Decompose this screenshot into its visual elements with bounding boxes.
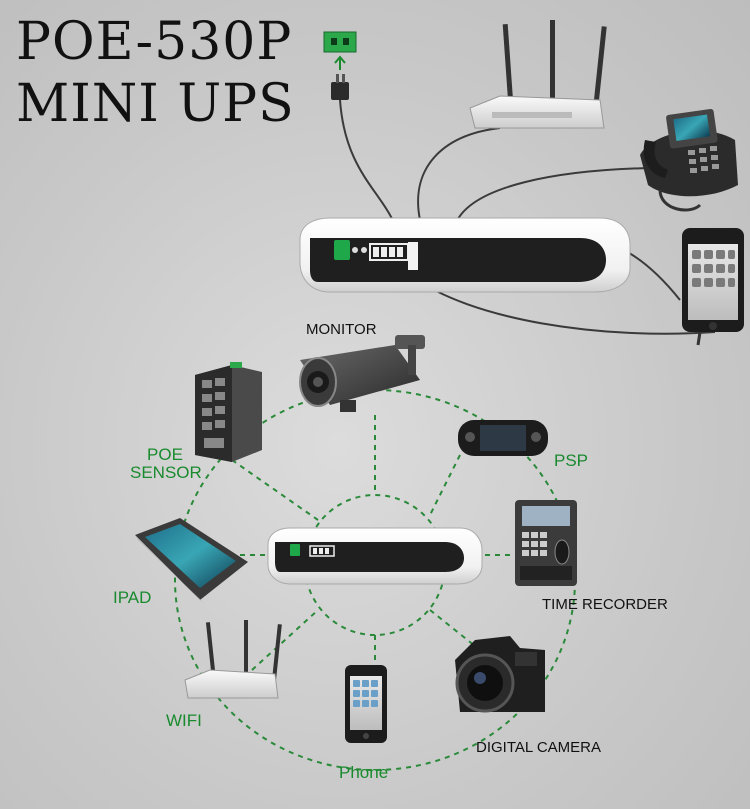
product-title-line2: MINI UPS [16,74,295,134]
ups-device-icon-small [267,527,483,585]
power-connector-icon [323,31,357,100]
poe-switch-icon [195,362,262,462]
label-psp: PSP [554,451,589,470]
label-monitor: MONITOR [306,321,377,338]
top-cables [339,99,716,335]
smartphone-icon-small [345,665,387,743]
cctv-camera-icon [299,335,425,412]
label-phone: Phone [339,763,389,782]
desk-phone-icon [640,108,738,212]
label-wifi: WIFI [166,711,202,730]
label-time-recorder: TIME RECORDER [542,596,668,613]
product-title-line1: POE-530P [16,12,293,72]
label-poe-sensor-line1: POE [147,445,183,464]
wifi-router-icon [469,20,607,129]
wifi-router-icon-small [184,620,282,699]
ups-device-icon-large [299,217,631,293]
psp-console-icon [458,420,548,456]
time-clock-icon [515,500,577,586]
tablet-icon [135,518,248,604]
smartphone-icon [682,228,744,346]
label-poe-sensor: POE SENSOR [130,445,202,482]
label-poe-sensor-line2: SENSOR [130,462,202,482]
label-ipad: IPAD [113,588,152,607]
dslr-camera-icon [455,636,545,713]
label-digital-camera: DIGITAL CAMERA [476,739,602,756]
